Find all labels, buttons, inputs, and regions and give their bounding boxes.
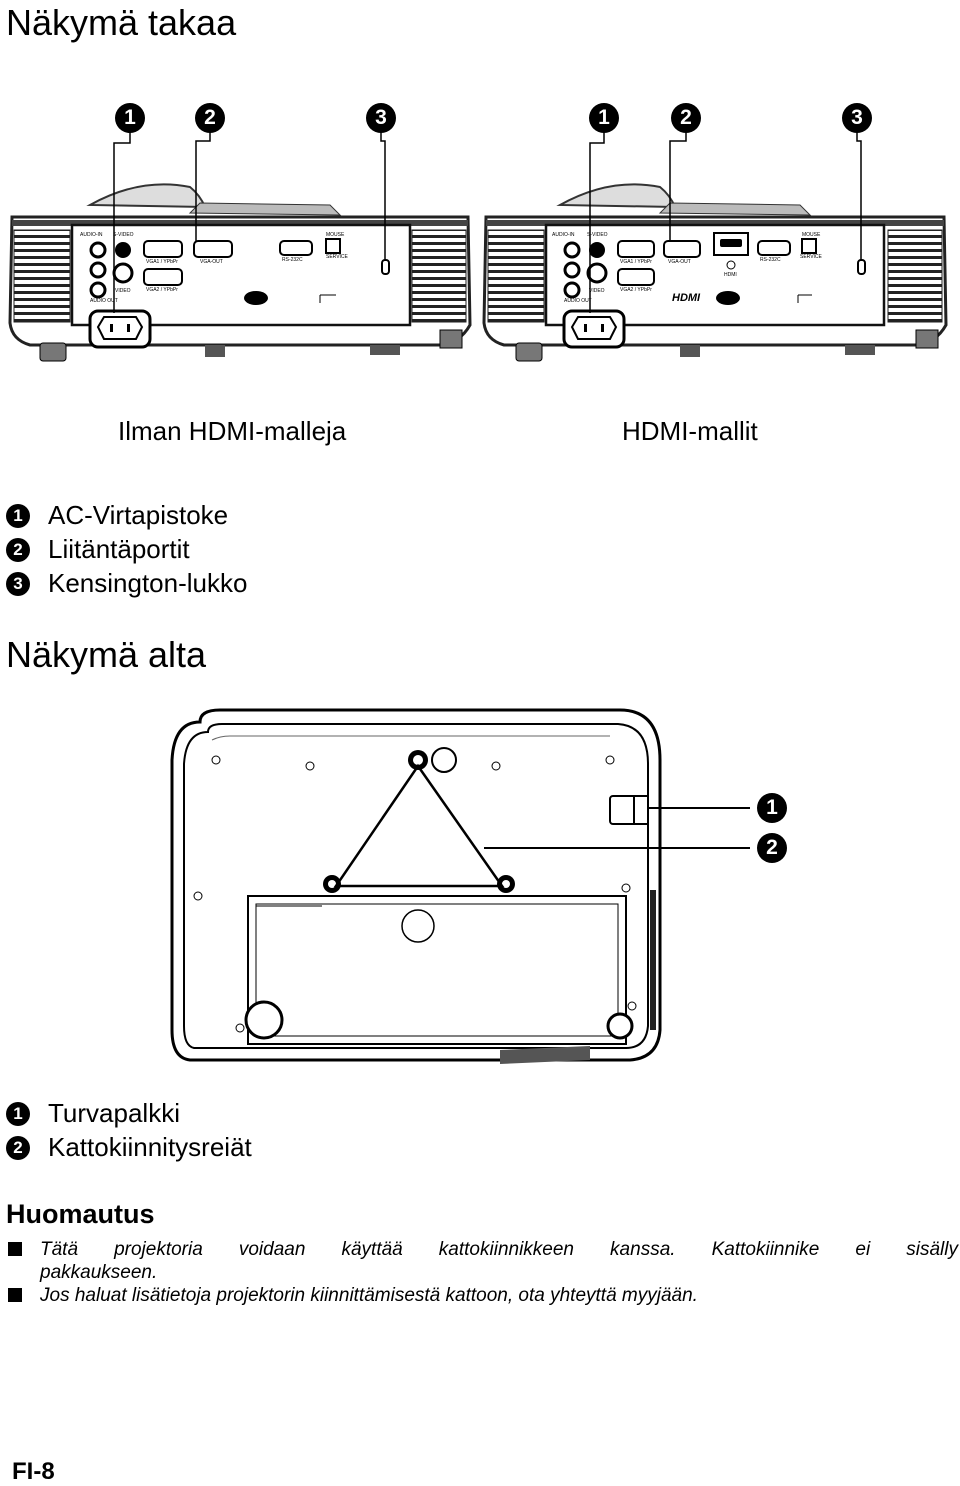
svg-text:MOUSE: MOUSE <box>802 232 821 238</box>
note-text: Tätä projektoria voidaan käyttää kattoki… <box>40 1239 958 1260</box>
bottom-view-illustration <box>170 708 750 1064</box>
note-title: Huomautus <box>6 1199 155 1229</box>
svg-text:AUDIO OUT: AUDIO OUT <box>90 298 118 304</box>
callout-2: 2 <box>757 833 787 863</box>
callout-3: 3 <box>842 103 872 133</box>
svg-text:VIDEO: VIDEO <box>115 288 131 294</box>
callout-2: 2 <box>195 103 225 133</box>
svg-text:VGA1 / YPbPr: VGA1 / YPbPr <box>146 259 178 265</box>
note-item: Jos haluat lisätietoja projektorin kiinn… <box>8 1284 958 1307</box>
legend-text: Kensington-lukko <box>48 568 248 598</box>
svg-text:HDMI: HDMI <box>672 292 701 304</box>
legend-item: 2 Kattokiinnitysreiät <box>6 1132 252 1163</box>
svg-text:AUDIO OUT: AUDIO OUT <box>564 298 592 304</box>
svg-text:SERVICE: SERVICE <box>800 254 823 260</box>
note-text: Jos haluat lisätietoja projektorin kiinn… <box>40 1285 698 1306</box>
note-list: Tätä projektoria voidaan käyttää kattoki… <box>8 1238 958 1307</box>
legend-number: 1 <box>6 1101 30 1126</box>
legend-item: 2 Liitäntäportit <box>6 534 190 565</box>
caption-hdmi: HDMI-mallit <box>622 416 758 446</box>
svg-text:HDMI: HDMI <box>724 272 737 278</box>
rear-view-heading: Näkymä takaa <box>6 2 237 43</box>
callout-2: 2 <box>671 103 701 133</box>
legend-item: 1 AC-Virtapistoke <box>6 500 228 531</box>
callout-3: 3 <box>366 103 396 133</box>
projector-no-hdmi: AUDIO-IN S-VIDEO VGA1 / YPbPr VGA-OUT RS… <box>8 129 472 362</box>
legend-item: 1 Turvapalkki <box>6 1098 180 1129</box>
svg-text:S-VIDEO: S-VIDEO <box>113 232 134 238</box>
callout-1: 1 <box>757 793 787 823</box>
rear-view-illustration: AUDIO-IN S-VIDEO VGA1 / YPbPr VGA-OUT RS… <box>8 129 948 362</box>
page-number: FI-8 <box>12 1458 55 1485</box>
callout-1: 1 <box>115 103 145 133</box>
callout-1: 1 <box>589 103 619 133</box>
legend-number: 2 <box>6 537 30 562</box>
svg-text:VGA-OUT: VGA-OUT <box>668 259 691 265</box>
legend-item: 3 Kensington-lukko <box>6 568 247 599</box>
legend-text: Kattokiinnitysreiät <box>48 1132 252 1162</box>
svg-text:VGA2 / YPbPr: VGA2 / YPbPr <box>620 287 652 293</box>
legend-text: AC-Virtapistoke <box>48 500 229 530</box>
bottom-view-heading: Näkymä alta <box>6 634 207 675</box>
projector-hdmi: HDMI AUDIO-IN S-VIDEO VGA1 / YPbPr VGA-O… <box>482 129 948 362</box>
svg-text:RS-232C: RS-232C <box>760 257 781 263</box>
svg-text:MOUSE: MOUSE <box>326 232 345 238</box>
note-item: Tätä projektoria voidaan käyttää kattoki… <box>8 1238 958 1284</box>
svg-text:SERVICE: SERVICE <box>326 254 349 260</box>
svg-text:VGA2 / YPbPr: VGA2 / YPbPr <box>146 287 178 293</box>
legend-number: 3 <box>6 571 30 596</box>
legend-text: Liitäntäportit <box>48 534 190 564</box>
svg-text:VIDEO: VIDEO <box>589 288 605 294</box>
square-bullet-icon <box>8 1242 22 1256</box>
caption-no-hdmi: Ilman HDMI-malleja <box>118 416 347 446</box>
legend-number: 1 <box>6 503 30 528</box>
legend-number: 2 <box>6 1135 30 1160</box>
svg-text:VGA1 / YPbPr: VGA1 / YPbPr <box>620 259 652 265</box>
svg-text:RS-232C: RS-232C <box>282 257 303 263</box>
square-bullet-icon <box>8 1288 22 1302</box>
svg-text:AUDIO-IN: AUDIO-IN <box>552 232 575 238</box>
svg-text:S-VIDEO: S-VIDEO <box>587 232 608 238</box>
svg-text:AUDIO-IN: AUDIO-IN <box>80 232 103 238</box>
svg-text:VGA-OUT: VGA-OUT <box>200 259 223 265</box>
legend-text: Turvapalkki <box>48 1098 180 1128</box>
note-text-continued: pakkaukseen. <box>40 1262 158 1283</box>
